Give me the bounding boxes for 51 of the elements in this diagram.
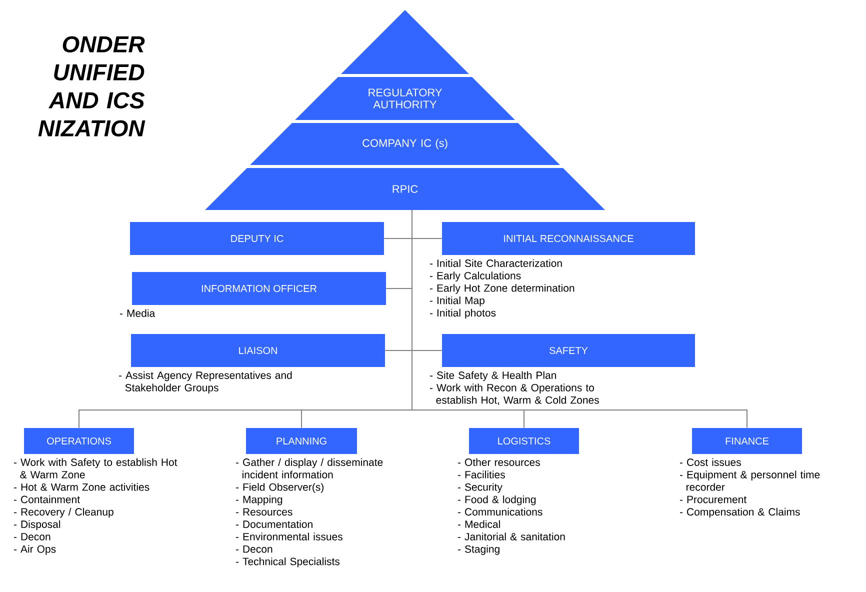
list-item: - Food & lodging <box>458 495 536 506</box>
role-box: LOGISTICS <box>469 428 579 454</box>
role-box: SAFETY <box>442 334 695 367</box>
list-item: - Technical Specialists <box>236 557 340 568</box>
role-box: INITIAL RECONNAISSANCE <box>442 222 695 255</box>
list-item: - Work with Recon & Operations to establish Hot, Warm & Cold Zones <box>430 384 599 406</box>
list-item: - Initial photos <box>430 308 496 319</box>
list-item: - Janitorial & sanitation <box>458 532 565 540</box>
list-item: - Compensation & Claims <box>680 508 800 518</box>
title: ONDER UNIFIED AND ICS NIZATION <box>38 36 146 136</box>
role-box: OPERATIONS <box>24 428 134 454</box>
list-item: - Work with Safety to establish Hot & Warm Zone <box>14 458 178 478</box>
list-item: - Facilities <box>458 470 505 478</box>
list-item: - Hot & Warm Zone activities <box>14 483 150 491</box>
list-item: - Decon <box>14 533 50 540</box>
list-item: - Environmental issues <box>236 532 342 540</box>
connector-line <box>412 210 748 428</box>
list-item: - Resources <box>236 508 292 516</box>
list-item: - Communications <box>458 508 542 516</box>
list-item: - Containment <box>14 495 80 504</box>
list-item: - Early Hot Zone determination <box>430 284 574 294</box>
list-item: - Equipment & personnel time recorder <box>680 470 820 491</box>
list-item: - Staging <box>458 545 500 555</box>
pyramid-apex <box>341 10 469 74</box>
list-item: - Air Ops <box>14 545 56 555</box>
list-item: - Security <box>458 483 502 493</box>
role-box: DEPUTY IC <box>130 222 384 255</box>
list-item: - Initial Map <box>430 296 484 306</box>
list-item: - Disposal <box>14 520 60 530</box>
list-item: - Cost issues <box>680 458 741 466</box>
list-item: - Procurement <box>680 496 747 504</box>
list-item: - Gather / display / disseminate incident information <box>236 458 383 478</box>
list-item: - Mapping <box>236 495 282 506</box>
list-item: - Initial Site Characterization <box>430 259 562 267</box>
list-item: - Field Observer(s) <box>236 483 324 493</box>
list-item: - Documentation <box>236 520 312 528</box>
list-item: - Early Calculations <box>430 272 521 282</box>
pyramid-band: RPIC <box>205 168 605 210</box>
list-item: - Media <box>120 309 156 317</box>
role-box: PLANNING <box>246 428 357 454</box>
role-box: INFORMATION OFFICER <box>132 272 386 305</box>
role-box: FINANCE <box>692 428 802 454</box>
list-item: - Recovery / Cleanup <box>14 508 114 518</box>
role-box: LIAISON <box>131 334 385 367</box>
list-item: - Medical <box>458 520 500 528</box>
pyramid-band: REGULATORY AUTHORITY <box>295 77 515 120</box>
list-item: - Decon <box>236 545 272 553</box>
list-item: - Site Safety & Health Plan <box>430 371 556 382</box>
pyramid-band: COMPANY IC (s) <box>250 123 560 165</box>
list-item: - Other resources <box>458 458 540 466</box>
list-item: - Assist Agency Representatives and Stakeholder Groups <box>118 371 292 394</box>
